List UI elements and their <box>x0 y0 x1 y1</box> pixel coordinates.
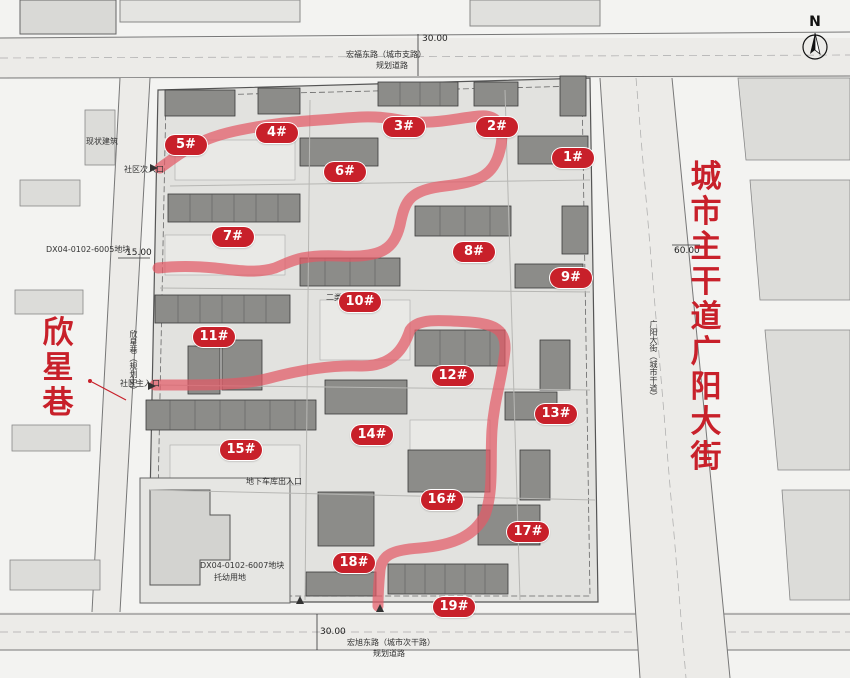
building-badge-12: 12# <box>432 366 474 386</box>
underground-entrance-label: 地下车库出入口 <box>246 477 302 486</box>
north-arrow-icon <box>802 32 828 60</box>
building-badge-11: 11# <box>193 327 235 347</box>
main-parcel-id: DX04-0102-6005地块 <box>46 245 131 254</box>
building-badge-14: 14# <box>351 425 393 445</box>
east-road-width: 60.00 <box>674 246 700 256</box>
building-badge-16: 16# <box>421 490 463 510</box>
north-road-name: 宏福东路（城市支路） <box>346 50 426 59</box>
south-road-sub: 规划道路 <box>373 649 405 658</box>
building-badge-2: 2# <box>476 117 518 137</box>
building-badge-1: 1# <box>552 148 594 168</box>
building-badge-15: 15# <box>220 440 262 460</box>
existing-building-label: 现状建筑 <box>86 137 118 146</box>
south-road-name: 宏旭东路（城市次干路） <box>347 638 435 647</box>
west-street-callout: 欣星巷 <box>42 315 74 421</box>
building-badge-18: 18# <box>333 553 375 573</box>
south-parcel-id: DX04-0102-6007地块 <box>200 561 285 570</box>
building-badge-9: 9# <box>550 268 592 288</box>
building-badge-3: 3# <box>383 117 425 137</box>
north-road-sub: 规划道路 <box>376 61 408 70</box>
north-road-width: 30.00 <box>422 34 448 44</box>
east-road-label: 广阳大街（城市干道） <box>649 320 658 400</box>
west-road-width: 15.00 <box>126 248 152 258</box>
east-street-callout: 城市主干道广阳大街 <box>690 159 722 475</box>
entrance-secondary-label: 社区次入口 <box>124 165 164 174</box>
entrance-main-label: 社区主入口 <box>120 379 160 388</box>
building-badge-6: 6# <box>324 162 366 182</box>
building-badge-17: 17# <box>507 522 549 542</box>
building-badge-10: 10# <box>339 292 381 312</box>
building-badge-7: 7# <box>212 227 254 247</box>
building-badge-13: 13# <box>535 404 577 424</box>
west-road-label: 欣星巷（规划中） <box>129 330 138 394</box>
north-label: N <box>809 14 821 30</box>
building-badge-4: 4# <box>256 123 298 143</box>
building-badge-8: 8# <box>453 242 495 262</box>
south-road-width: 30.00 <box>320 627 346 637</box>
building-badge-5: 5# <box>165 135 207 155</box>
south-parcel-use: 托幼用地 <box>214 573 246 582</box>
north-arrow: N <box>800 14 830 66</box>
building-badge-19: 19# <box>433 597 475 617</box>
